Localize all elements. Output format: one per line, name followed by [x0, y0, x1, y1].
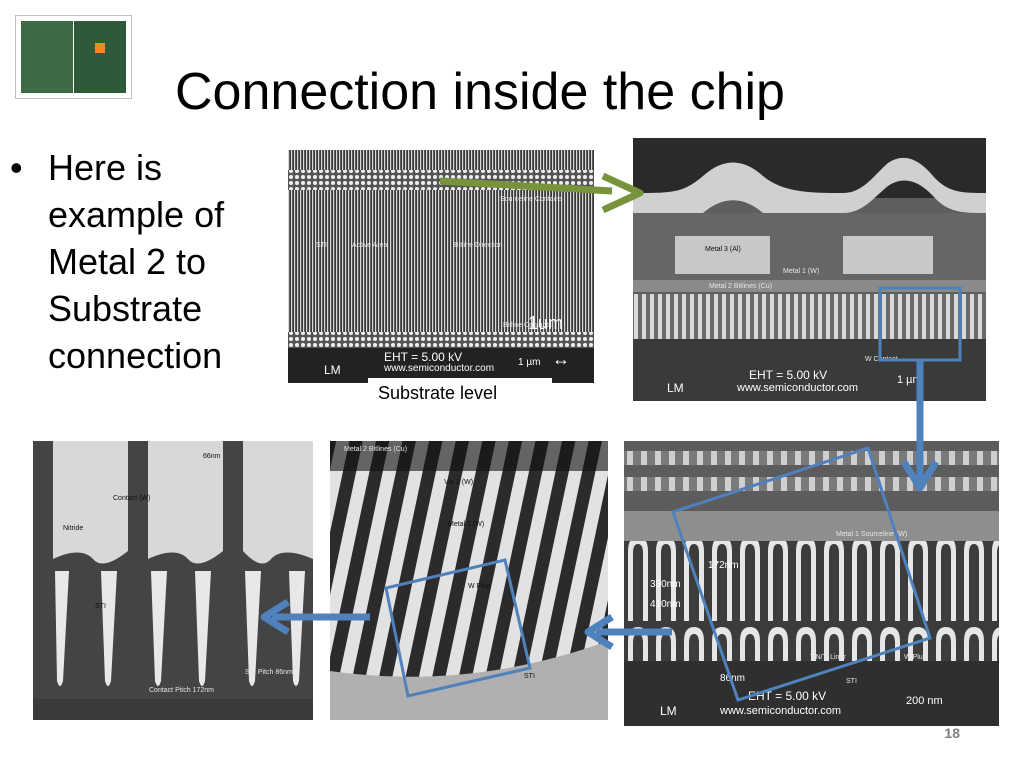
label-86nm: 86nm [720, 673, 746, 684]
lm-text-metal: LM [667, 381, 684, 395]
thumbnail-right-panel [74, 21, 126, 93]
site-text-sourceline: www.semiconductor.com [720, 705, 842, 717]
sem-image-via: Metal 2 Bitlines (Cu) Via 1 (W) Metal 1 … [330, 441, 608, 720]
label-metal3: Metal 3 (Al) [705, 246, 741, 253]
contacts-texture [33, 441, 313, 720]
sem-image-contacts: 66nm Contact (W) Nitride STI STI Pitch 8… [33, 441, 313, 720]
label-nitride: Nitride [63, 525, 84, 532]
slide-title: Connection inside the chip [175, 63, 785, 121]
sourceline-texture [624, 441, 999, 726]
substrate-caption-box: Substrate level [368, 378, 552, 408]
scale-arrow-icon: ↔ [552, 349, 570, 369]
blue-arrow-down-head-icon [901, 460, 939, 492]
scale-text-metal: 1 µm [897, 374, 922, 386]
label-w-plug: W Plug [904, 654, 927, 661]
label-active-area: Active Area [352, 242, 388, 249]
scale-small-text: 1 µm [518, 357, 541, 368]
blue-arrow-left-head-2-icon [260, 599, 290, 635]
site-text: www.semiconductor.com [384, 363, 495, 374]
slide-thumbnail [15, 15, 132, 99]
site-text-metal: www.semiconductor.com [737, 382, 859, 394]
thumbnail-chip-icon [95, 43, 105, 53]
thumbnail-left-panel [21, 21, 73, 93]
eht-text-metal: EHT = 5.00 kV [749, 368, 828, 382]
label-metal1-sourceline: Metal 1 Sourceline (W) [836, 531, 908, 538]
label-sourceline-contacts: Sourceline Contacts [500, 196, 563, 203]
label-w-plug-via: W Plug [468, 583, 491, 590]
sem-image-sourceline: Metal 1 Sourceline (W) 172nm 380nm 410nm… [624, 441, 999, 726]
highlight-box-metal [878, 286, 962, 362]
page-number: 18 [944, 725, 960, 741]
green-arrow-shaft [439, 177, 613, 195]
lm-text: LM [324, 363, 341, 377]
label-metal2-bitlines: Metal 2 Bitlines (Cu) [709, 283, 773, 290]
scale-text-sourceline: 200 nm [906, 695, 943, 707]
lm-text-sourceline: LM [660, 704, 677, 718]
label-410nm: 410nm [650, 599, 681, 610]
label-bitline-contacts: Bitline Contacts [503, 322, 552, 329]
sem-image-metal-layers: Metal 3 (Al) Metal 1 (W) Metal 2 Bitline… [633, 138, 986, 401]
eht-text-sourceline: EHT = 5.00 kV [748, 689, 827, 703]
label-contact-pitch: Contact Pitch 172nm [149, 687, 214, 694]
label-sti-contacts: STI [95, 603, 106, 610]
substrate-caption: Substrate level [378, 383, 498, 403]
bullet-text: Here is example of Metal 2 to Substrate … [48, 147, 225, 376]
label-sti-pitch: STI Pitch 86nm [245, 669, 293, 676]
label-contact-w: Contact (W) [113, 495, 151, 502]
label-sti-sourceline: STI [846, 678, 857, 685]
label-metal2-bitlines-via: Metal 2 Bitlines (Cu) [344, 446, 408, 453]
label-tin-liner: TiN/Ti Liner [810, 654, 846, 661]
via-texture [330, 441, 608, 720]
eht-text: EHT = 5.00 kV [384, 350, 463, 364]
label-66nm: 66nm [203, 453, 221, 460]
metal-layers-texture [633, 138, 986, 401]
highlight-box-sourceline [671, 446, 932, 702]
label-metal1: Metal 1 (W) [783, 268, 820, 275]
label-172nm: 172nm [708, 560, 739, 571]
label-sti-via: STI [524, 673, 535, 680]
scale-bar-label: 1um [528, 313, 564, 333]
label-380nm: 380nm [650, 579, 681, 590]
bullet-dot-icon: • [10, 147, 23, 188]
highlight-box-via [384, 558, 532, 698]
blue-arrow-left-head-1-icon [584, 614, 614, 650]
label-sti: STI [316, 242, 327, 249]
label-bitline-direction: Bitline Direction [454, 242, 503, 249]
label-metal1-via: Metal 1 (W) [448, 521, 485, 528]
green-arrow-head-icon [601, 172, 644, 214]
label-via1: Via 1 (W) [444, 479, 474, 486]
